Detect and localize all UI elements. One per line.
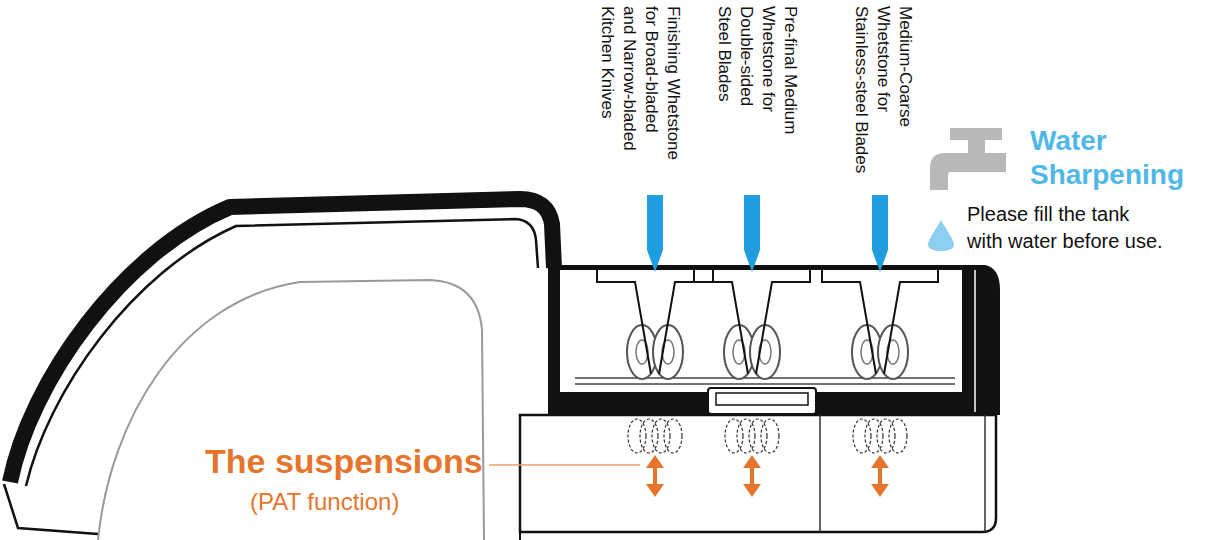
arrow-head: [871, 484, 889, 497]
arrow-head: [646, 484, 664, 497]
whetstone-wheel: [653, 325, 683, 379]
suspension-label: The suspensions: [205, 440, 483, 482]
tank-inside: [560, 270, 962, 392]
whetstone-wheel: [878, 325, 908, 379]
slot-guide: [884, 270, 938, 374]
hidden-wheel: [853, 419, 871, 453]
water-note: Please fill the tank with water before u…: [967, 201, 1163, 255]
tank-clip: [716, 393, 808, 405]
handle-arch: [98, 280, 484, 540]
tank-clip: [708, 388, 816, 414]
suspension-arrow: [878, 466, 882, 486]
frame-highlight: [974, 270, 976, 412]
stone-label: Finishing Whetstone for Broad-bladed and…: [596, 6, 684, 161]
slot-guide: [822, 270, 876, 374]
water-heading: Water Sharpening: [1030, 124, 1050, 192]
handle-band: [10, 199, 554, 482]
hidden-wheel: [865, 419, 883, 453]
slot-guide: [659, 270, 713, 374]
hidden-wheel: [664, 419, 682, 453]
arrow-head: [743, 455, 761, 468]
suspension-arrow: [750, 466, 754, 486]
stone-label: Pre-final Medium Whetstone for Double-si…: [713, 6, 801, 135]
handle-fill: [8, 197, 556, 532]
arrow-head: [743, 484, 761, 497]
stone-label: Medium-Coarse Whetstone for Stainless-st…: [850, 6, 916, 174]
arrow-head: [871, 455, 889, 468]
leader-line: [489, 464, 640, 466]
hidden-wheel: [725, 419, 743, 453]
suspension-note: (PAT function): [250, 487, 399, 517]
wheel-rail: [575, 383, 955, 385]
handle-foot: [4, 484, 98, 534]
suspension-arrow: [653, 466, 657, 486]
faucet-icon: [930, 128, 1006, 190]
hidden-wheel: [877, 419, 895, 453]
hidden-wheel: [761, 419, 779, 453]
hidden-wheel: [628, 419, 646, 453]
hidden-wheel: [640, 419, 658, 453]
slot-guide: [597, 270, 651, 374]
slot-pointer: [744, 195, 760, 272]
hidden-wheel: [889, 419, 907, 453]
tank-frame: [548, 265, 1000, 415]
slot-pointer: [647, 195, 663, 272]
whetstone-wheel: [750, 325, 780, 379]
hidden-wheel: [652, 419, 670, 453]
housing-divider: [984, 415, 986, 532]
slot-pointer: [872, 195, 888, 272]
water-drop: [928, 220, 954, 251]
handle-inner-line: [26, 219, 538, 486]
hidden-wheel: [737, 419, 755, 453]
slot-guide: [694, 270, 748, 374]
housing-divider: [819, 415, 821, 532]
hidden-wheel: [749, 419, 767, 453]
lower-housing: [520, 415, 996, 532]
slot-guide: [756, 270, 810, 374]
arrow-head: [646, 455, 664, 468]
